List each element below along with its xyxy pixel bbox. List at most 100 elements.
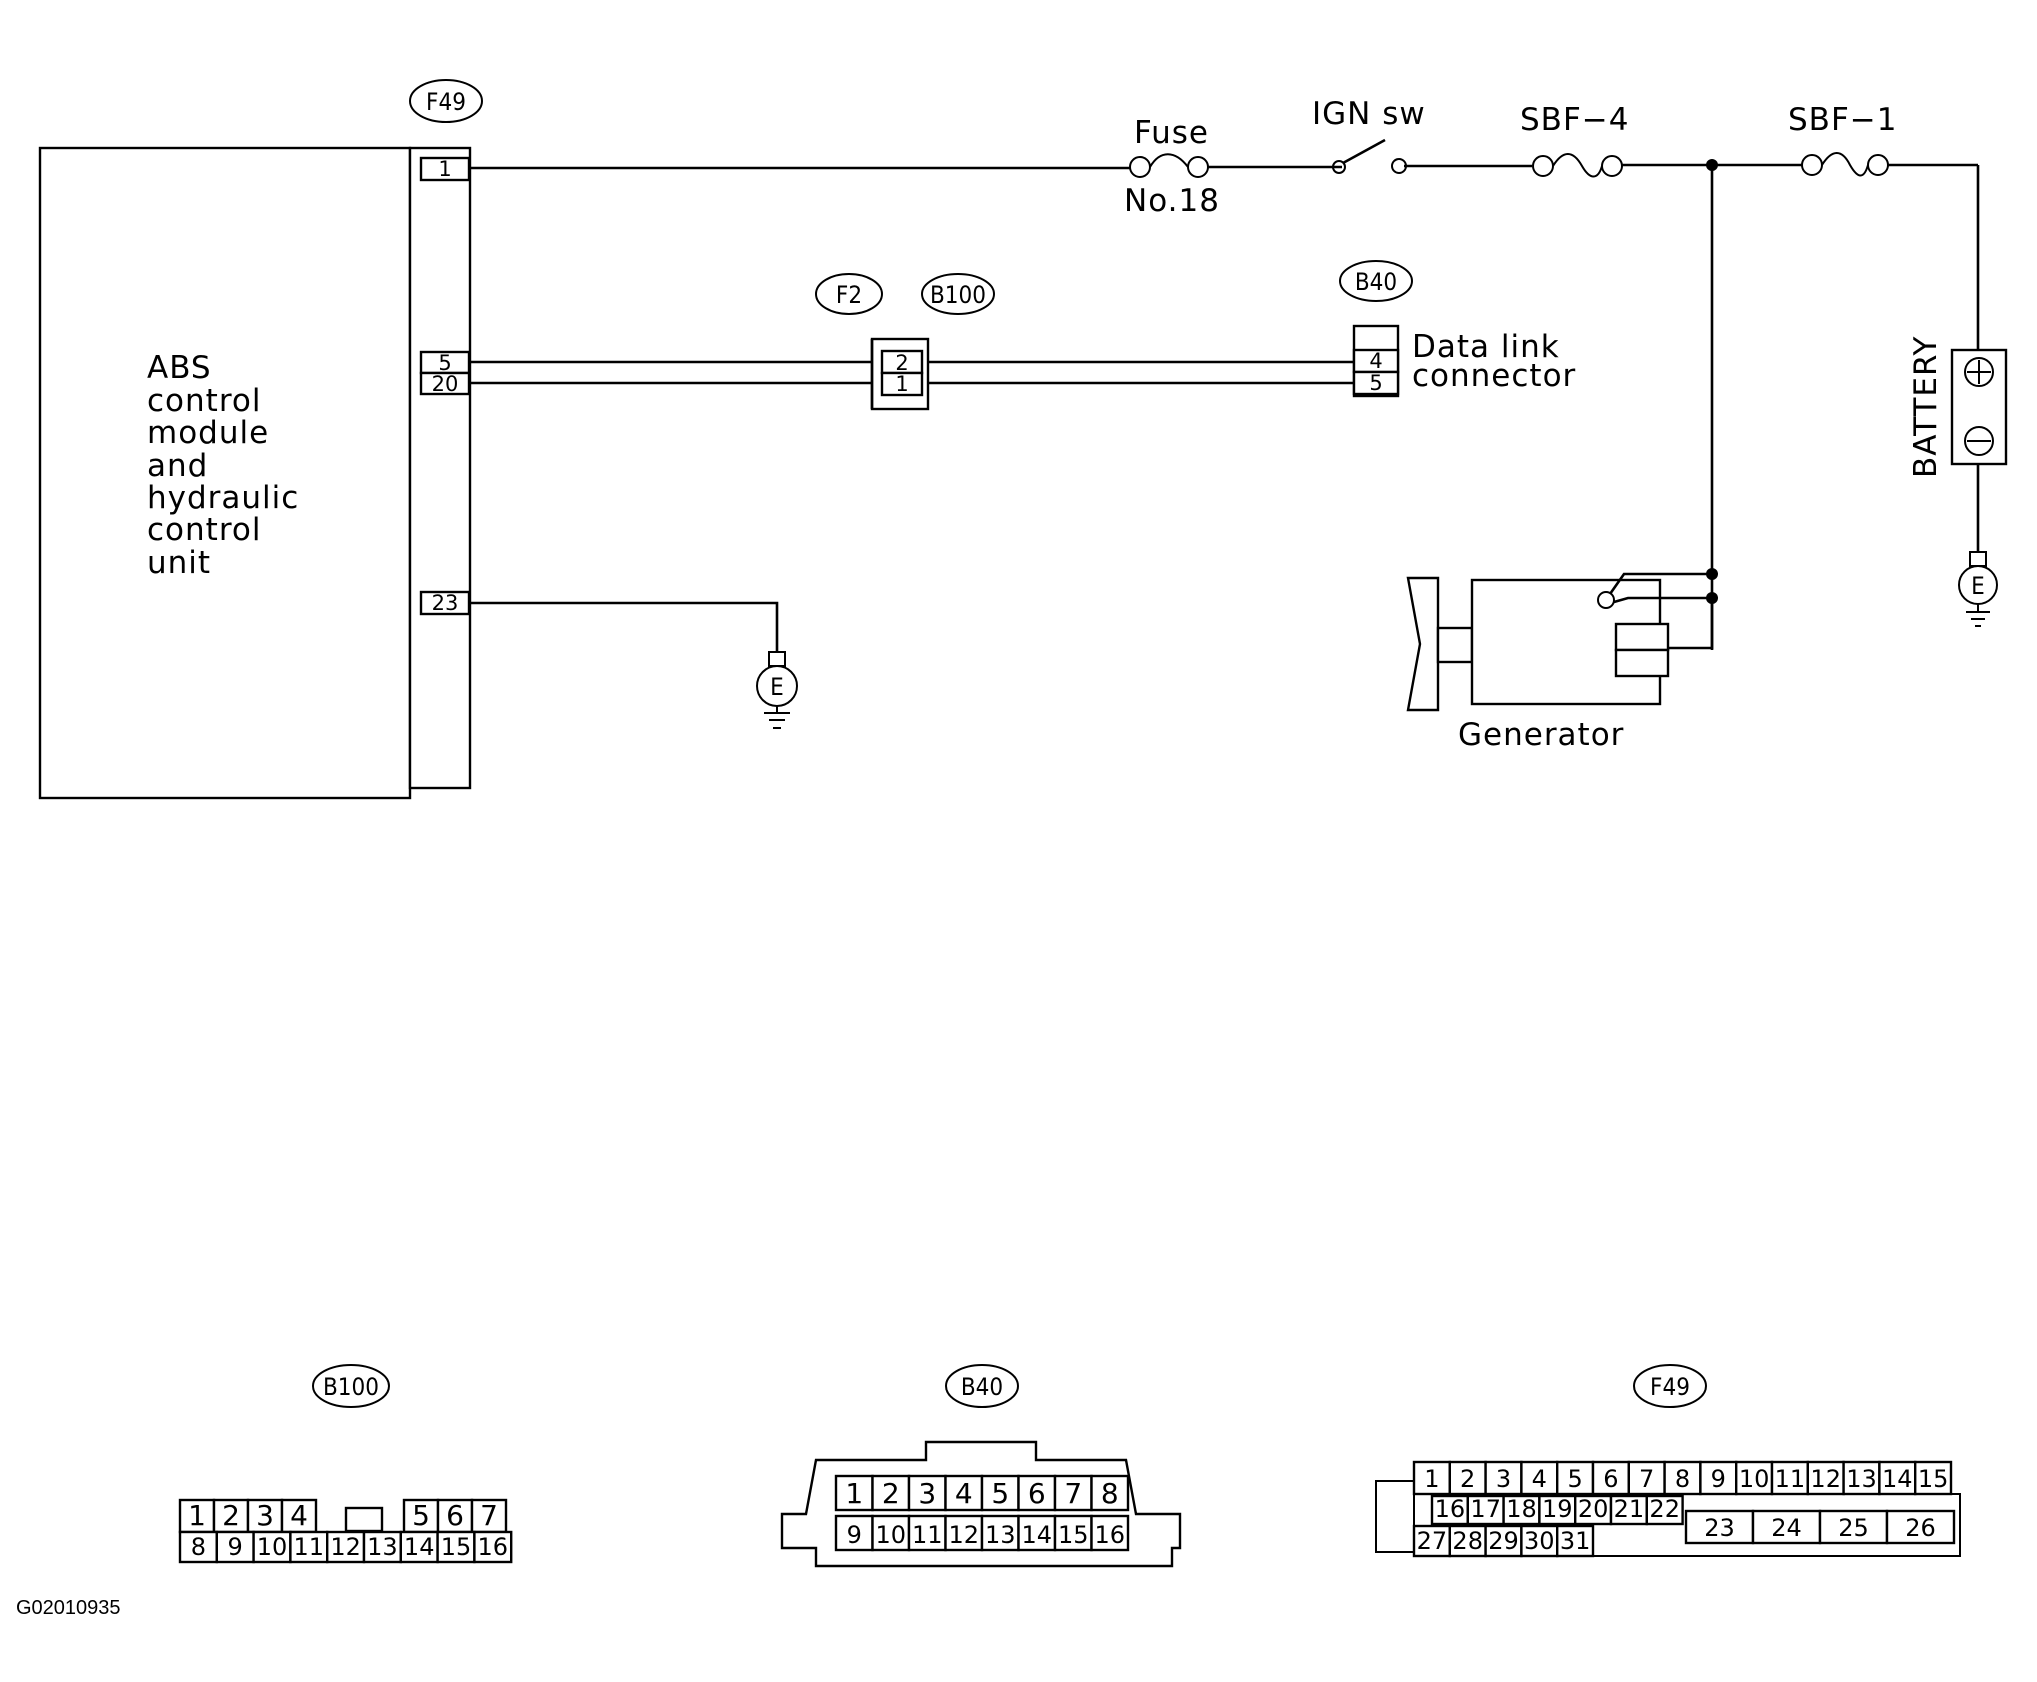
f49-pin-21-cell (1609, 1494, 1648, 1526)
b40-pin-10-cell (871, 1514, 911, 1552)
b40-pin-16-cell (1090, 1514, 1130, 1552)
module-label-line-3: module (147, 415, 269, 451)
b100-pin-5: 5 (412, 1499, 430, 1532)
f49-pin-6: 6 (1603, 1465, 1618, 1493)
battery: BATTERY (1908, 336, 2008, 552)
tag-b40: B40 (1339, 260, 1413, 302)
b100-pin-13-cell (362, 1530, 402, 1564)
f49-pin-9: 9 (1711, 1465, 1726, 1493)
f49-pin-16: 16 (1435, 1495, 1466, 1523)
fuse-label: Fuse (1134, 115, 1209, 151)
b40-pin-8-cell (1090, 1474, 1130, 1512)
b100-pin-11: 11 (294, 1533, 325, 1561)
module-pin-23: 23 (432, 591, 459, 615)
f49-pin-12: 12 (1810, 1465, 1841, 1493)
f49-pin-4: 4 (1532, 1465, 1547, 1493)
f49-pin-14: 14 (1882, 1465, 1913, 1493)
b40-pin-10: 10 (875, 1521, 906, 1549)
f49-pin-12-cell (1806, 1460, 1845, 1496)
dlc-pin-4: 4 (1369, 349, 1382, 373)
dlc-label-line-1: Data link (1412, 329, 1560, 365)
f49-pin-1: 1 (1424, 1465, 1439, 1493)
b40-pin-16: 16 (1094, 1521, 1125, 1549)
fuse-no18: Fuse No.18 (1124, 115, 1219, 219)
f49-pin-13: 13 (1846, 1465, 1877, 1493)
b100-pin-12: 12 (330, 1533, 361, 1561)
f49-pin-15: 15 (1918, 1465, 1949, 1493)
b100-blank-cell (344, 1506, 384, 1533)
battery-label: BATTERY (1908, 336, 1944, 478)
module-label-line-1: ABS (147, 350, 212, 386)
b40-pin-9: 9 (847, 1521, 862, 1549)
f49-pin-3: 3 (1496, 1465, 1511, 1493)
signal-wires (470, 360, 1354, 385)
b100-pin-9: 9 (228, 1533, 243, 1561)
generator: Generator (1406, 568, 1718, 753)
f49-pin-2-cell (1448, 1460, 1487, 1496)
f49-pin-19: 19 (1542, 1495, 1573, 1523)
f49-pin-27: 27 (1417, 1527, 1448, 1555)
f49-pin-26: 26 (1905, 1514, 1936, 1542)
b40-pin-9-cell (834, 1514, 874, 1552)
f49-pin-7-cell (1627, 1460, 1666, 1496)
b100-pin-1: 1 (188, 1499, 206, 1532)
tag-f2-text: F2 (836, 281, 862, 309)
sbf1-label: SBF−1 (1788, 102, 1897, 138)
f49-pin-28: 28 (1452, 1527, 1483, 1555)
b40-pin-1: 1 (845, 1477, 863, 1510)
b40-pin-4-cell (944, 1474, 984, 1512)
f2-pin-2: 2 (895, 351, 908, 375)
b100-pin-9-cell (215, 1530, 255, 1564)
f49-pin-7: 7 (1639, 1465, 1654, 1493)
b40-pin-7: 7 (1064, 1477, 1082, 1510)
module-pin-1: 1 (438, 157, 451, 181)
f49-pin-31-cell (1555, 1524, 1595, 1558)
tag-b100-text: B100 (930, 281, 986, 309)
module-label-line-4: and (147, 448, 208, 484)
dlc-pin-5: 5 (1369, 371, 1382, 395)
f49-pin-4-cell (1520, 1460, 1559, 1496)
f49-pin-1-cell (1412, 1460, 1451, 1496)
fuse-sbf1: SBF−1 (1788, 102, 1897, 177)
b100-pin-16: 16 (478, 1533, 509, 1561)
module-pin-20: 20 (432, 372, 459, 396)
b100-pin-8: 8 (191, 1533, 206, 1561)
f49-pin-26-cell (1885, 1509, 1956, 1545)
ignition-switch: IGN sw (1312, 96, 1426, 174)
ign-switch-label: IGN sw (1312, 96, 1426, 132)
f49-pin-17-cell (1466, 1494, 1505, 1526)
dlc-label-line-2: connector (1412, 358, 1576, 394)
power-wire (470, 163, 1980, 650)
f49-pin-24: 24 (1771, 1514, 1802, 1542)
f49-pin-8: 8 (1675, 1465, 1690, 1493)
b100-pin-15: 15 (441, 1533, 472, 1561)
f49-pin-11: 11 (1775, 1465, 1806, 1493)
f49-pin-22: 22 (1649, 1495, 1680, 1523)
b100-pin-14: 14 (404, 1533, 435, 1561)
b100-pin-7-cell (470, 1498, 508, 1534)
tag-f49: F49 (409, 79, 483, 123)
f49-pin-31: 31 (1560, 1527, 1591, 1555)
b100-pin-2: 2 (222, 1499, 240, 1532)
b40-pin-14: 14 (1021, 1521, 1052, 1549)
b40-pin-11: 11 (912, 1521, 943, 1549)
f49-pin-18: 18 (1506, 1495, 1537, 1523)
tag-f49-text: F49 (426, 88, 466, 116)
f49-pin-2: 2 (1460, 1465, 1475, 1493)
b40-pin-2: 2 (882, 1477, 900, 1510)
b40-face-tag: B40 (961, 1373, 1003, 1401)
f49-pin-25-cell (1818, 1509, 1889, 1545)
module-connector-f49: 1 5 20 23 (408, 146, 472, 790)
f49-pin-30: 30 (1524, 1527, 1555, 1555)
f49-pin-20: 20 (1578, 1495, 1609, 1523)
f49-pin-23-cell (1684, 1509, 1755, 1545)
tag-f2: F2 (815, 273, 883, 315)
b40-pin-8: 8 (1101, 1477, 1119, 1510)
fuse-sbf4: SBF−4 (1520, 102, 1628, 178)
f49-pin-25: 25 (1838, 1514, 1869, 1542)
b100-pin-10: 10 (257, 1533, 288, 1561)
f49-pin-29: 29 (1488, 1527, 1519, 1555)
